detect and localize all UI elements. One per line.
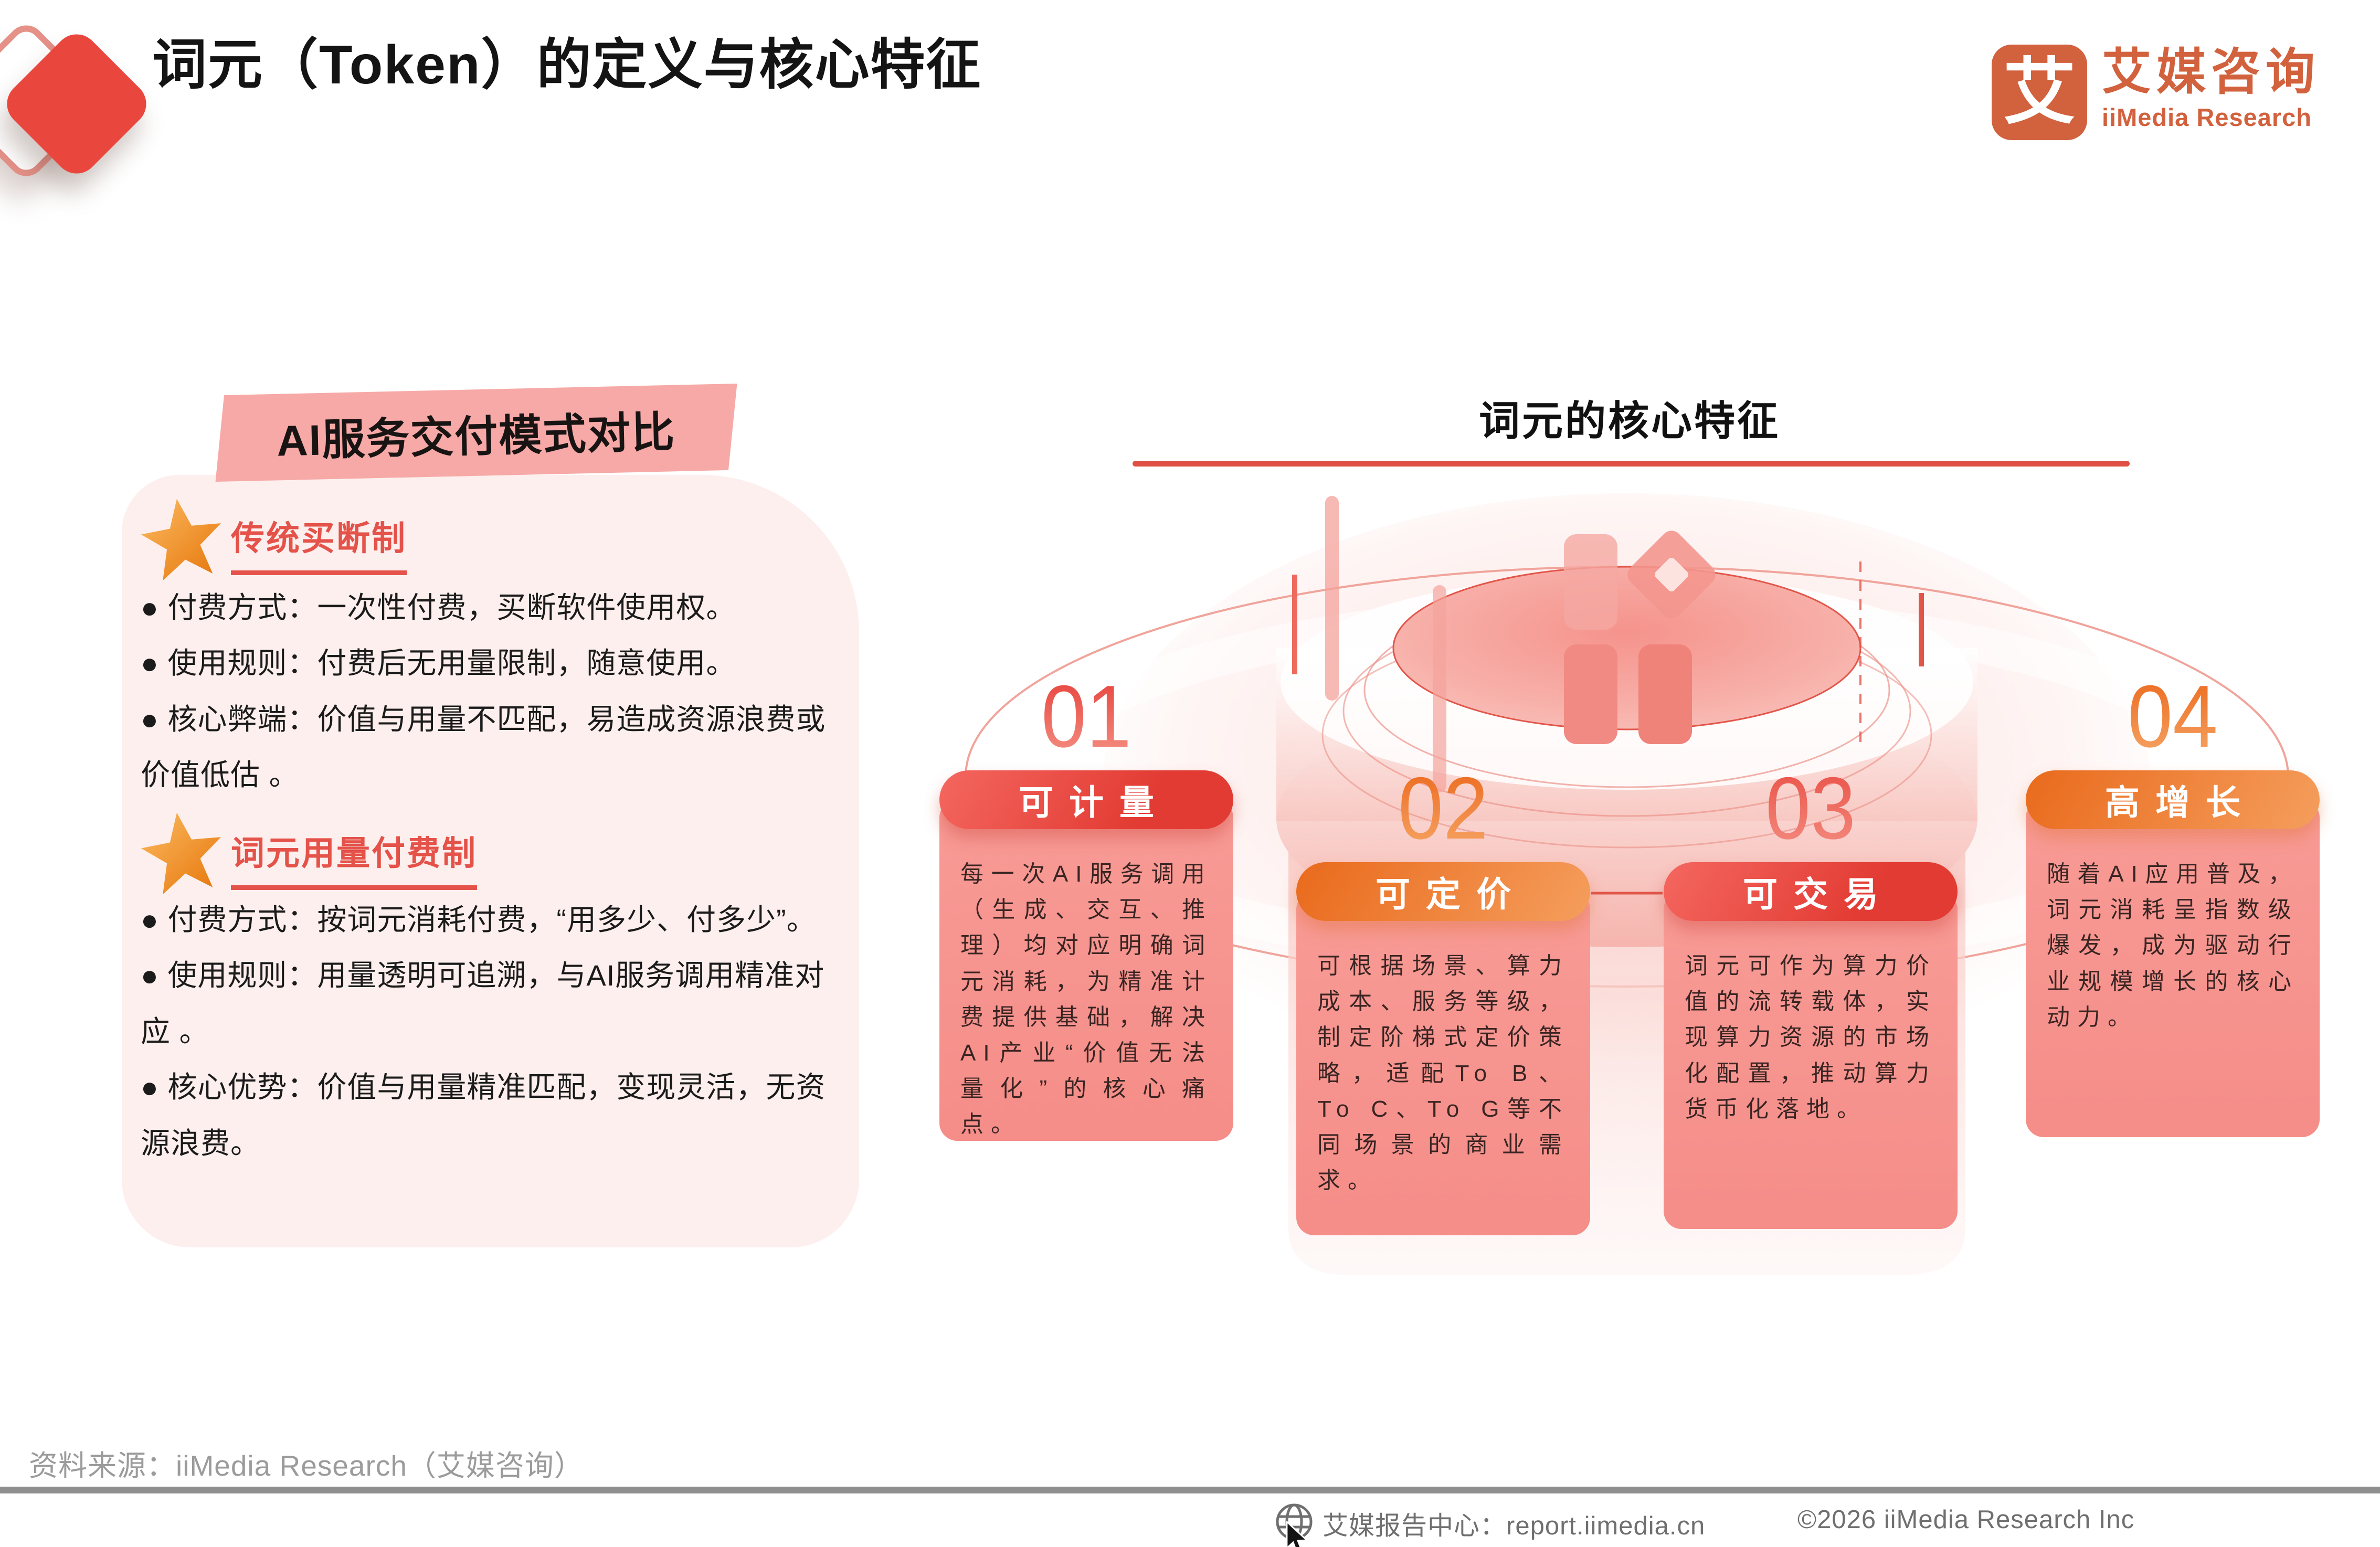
cylinder-top-disc bbox=[1392, 566, 1861, 730]
feature-badge: 可计量 bbox=[939, 770, 1233, 829]
bullet-item: ● 付费方式：按词元消耗付费，“用多少、付多少”。 bbox=[141, 903, 817, 936]
logo-name-en: iiMedia Research bbox=[2102, 103, 2312, 132]
iimedia-logo: 艾 艾媒咨询 iiMedia Research bbox=[1992, 45, 2320, 140]
feature-card-tradable: 03 可交易 词元可作为算力价值的流转载体，实现算力资源的市场化配置，推动算力货… bbox=[1664, 762, 1958, 1229]
mouse-cursor bbox=[1286, 1521, 1309, 1547]
features-title: 词元的核心特征 bbox=[1478, 398, 1780, 444]
deco-bar bbox=[1325, 496, 1339, 701]
data-source: 资料来源：iiMedia Research（艾媒咨询） bbox=[29, 1449, 584, 1482]
deco-bar bbox=[1433, 585, 1446, 792]
token-usage-bullets: ● 付费方式：按词元消耗付费，“用多少、付多少”。 ● 使用规则：用量透明可追溯… bbox=[141, 892, 839, 1171]
feature-description: 词元可作为算力价值的流转载体，实现算力资源的市场化配置，推动算力货币化落地。 bbox=[1664, 892, 1958, 1229]
token-block-icon bbox=[1564, 534, 1617, 630]
feature-number: 03 bbox=[1675, 762, 1945, 862]
bullet-item: ● 核心弊端：价值与用量不匹配，易造成资源浪费或价值低估 。 bbox=[141, 702, 826, 792]
feature-card-high-growth: 04 高增长 随着AI应用普及，词元消耗呈指数级爆发，成为驱动行业规模增长的核心… bbox=[2026, 671, 2320, 1137]
feature-badge: 可交易 bbox=[1664, 862, 1958, 921]
copyright-text: ©2026 iiMedia Research Inc bbox=[1797, 1506, 2135, 1534]
deco-bar-red bbox=[1292, 575, 1297, 674]
feature-description: 随着AI应用普及，词元消耗呈指数级爆发，成为驱动行业规模增长的核心动力。 bbox=[2026, 800, 2320, 1137]
token-block-icon bbox=[1564, 644, 1617, 744]
feature-description: 每一次AI服务调用（生成、交互、推理）均对应明确词元消耗，为精准计费提供基础，解… bbox=[939, 800, 1233, 1141]
bullet-item: ● 使用规则：付费后无用量限制，随意使用。 bbox=[141, 647, 736, 680]
panel-header: AI服务交付模式对比 bbox=[215, 383, 737, 482]
page-title: 词元（Token）的定义与核心特征 bbox=[152, 35, 982, 96]
iimedia-logo-icon: 艾 bbox=[1992, 45, 2087, 140]
bullet-item: ● 使用规则：用量透明可追溯，与AI服务调用精准对应 。 bbox=[141, 959, 825, 1048]
feature-badge: 高增长 bbox=[2026, 770, 2320, 829]
report-center-text: 艾媒报告中心：report.iimedia.cn bbox=[1323, 1512, 1706, 1540]
feature-card-measurable: 01 可计量 每一次AI服务调用（生成、交互、推理）均对应明确词元消耗，为精准计… bbox=[939, 671, 1233, 1141]
footer-divider bbox=[0, 1487, 2380, 1493]
feature-card-priceable: 02 可定价 可根据场景、算力成本、服务等级，制定阶梯式定价策略，适配To B、… bbox=[1296, 762, 1590, 1235]
feature-number: 04 bbox=[2037, 671, 2308, 770]
deco-bar-red bbox=[1919, 593, 1924, 666]
buyout-bullets: ● 付费方式：一次性付费，买断软件使用权。 ● 使用规则：付费后无用量限制，随意… bbox=[141, 580, 839, 803]
feature-description: 可根据场景、算力成本、服务等级，制定阶梯式定价策略，适配To B、To C、To… bbox=[1296, 892, 1590, 1235]
section-title-token-usage: 词元用量付费制 bbox=[231, 827, 477, 890]
token-block-icon bbox=[1638, 644, 1692, 744]
panel-header-label: AI服务交付模式对比 bbox=[276, 408, 676, 465]
features-title-underline bbox=[1133, 461, 2130, 467]
feature-number: 02 bbox=[1308, 762, 1578, 862]
feature-number: 01 bbox=[951, 671, 1221, 770]
feature-badge: 可定价 bbox=[1296, 862, 1590, 921]
bullet-item: ● 核心优势：价值与用量精准匹配，变现灵活，无资源浪费。 bbox=[141, 1071, 826, 1160]
logo-name-cn: 艾媒咨询 bbox=[2102, 44, 2321, 99]
ai-delivery-comparison-panel bbox=[122, 475, 859, 1247]
section-title-buyout: 传统买断制 bbox=[231, 512, 407, 575]
bullet-item: ● 付费方式：一次性付费，买断软件使用权。 bbox=[141, 591, 736, 624]
token-diamond-icon bbox=[1627, 531, 1716, 619]
